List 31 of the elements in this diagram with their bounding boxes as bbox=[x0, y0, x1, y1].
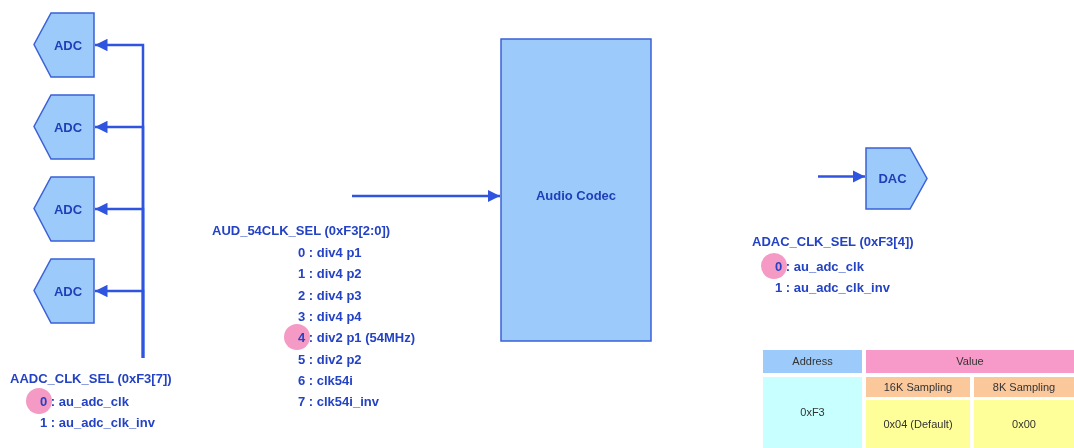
converter-block: ADC bbox=[33, 258, 95, 324]
arrow bbox=[95, 284, 145, 358]
register-label: 2 : div4 p3 bbox=[298, 286, 362, 304]
table-cell: 16K Sampling bbox=[866, 377, 970, 397]
register-label: 1 : div4 p2 bbox=[298, 265, 362, 283]
arrow bbox=[818, 170, 865, 183]
table-cell: 0x04 (Default) bbox=[866, 400, 970, 448]
table-cell: 0xF3 bbox=[763, 377, 862, 448]
register-label: 1 : au_adc_clk_inv bbox=[40, 414, 155, 431]
register-label: 5 : div2 p2 bbox=[298, 350, 362, 368]
register-label: 1 : au_adc_clk_inv bbox=[775, 279, 890, 296]
register-label: AADC_CLK_SEL (0xF3[7]) bbox=[10, 370, 172, 387]
register-label: 0 : au_adc_clk bbox=[775, 258, 864, 275]
register-label: 3 : div4 p4 bbox=[298, 307, 362, 325]
table-cell: 8K Sampling bbox=[974, 377, 1074, 397]
register-label: 0 : div4 p1 bbox=[298, 244, 362, 261]
converter-block: ADC bbox=[33, 94, 95, 160]
arrow bbox=[352, 189, 500, 203]
register-label: ADAC_CLK_SEL (0xF3[4]) bbox=[752, 233, 914, 250]
register-label: AUD_54CLK_SEL (0xF3[2:0]) bbox=[212, 222, 391, 239]
table-cell: Value bbox=[866, 350, 1074, 373]
table-cell: Address bbox=[763, 350, 862, 373]
converter-block: DAC bbox=[865, 147, 928, 210]
table-cell: 0x00 bbox=[974, 400, 1074, 448]
register-label: 0 : au_adc_clk bbox=[40, 393, 129, 410]
register-label: 4 : div2 p1 (54MHz) bbox=[298, 329, 416, 347]
register-label: 6 : clk54i bbox=[298, 371, 353, 389]
converter-block: ADC bbox=[33, 12, 95, 78]
converter-block: ADC bbox=[33, 176, 95, 242]
codec-block: Audio Codec bbox=[500, 38, 652, 342]
register-label: 7 : clk54i_inv bbox=[298, 393, 379, 411]
